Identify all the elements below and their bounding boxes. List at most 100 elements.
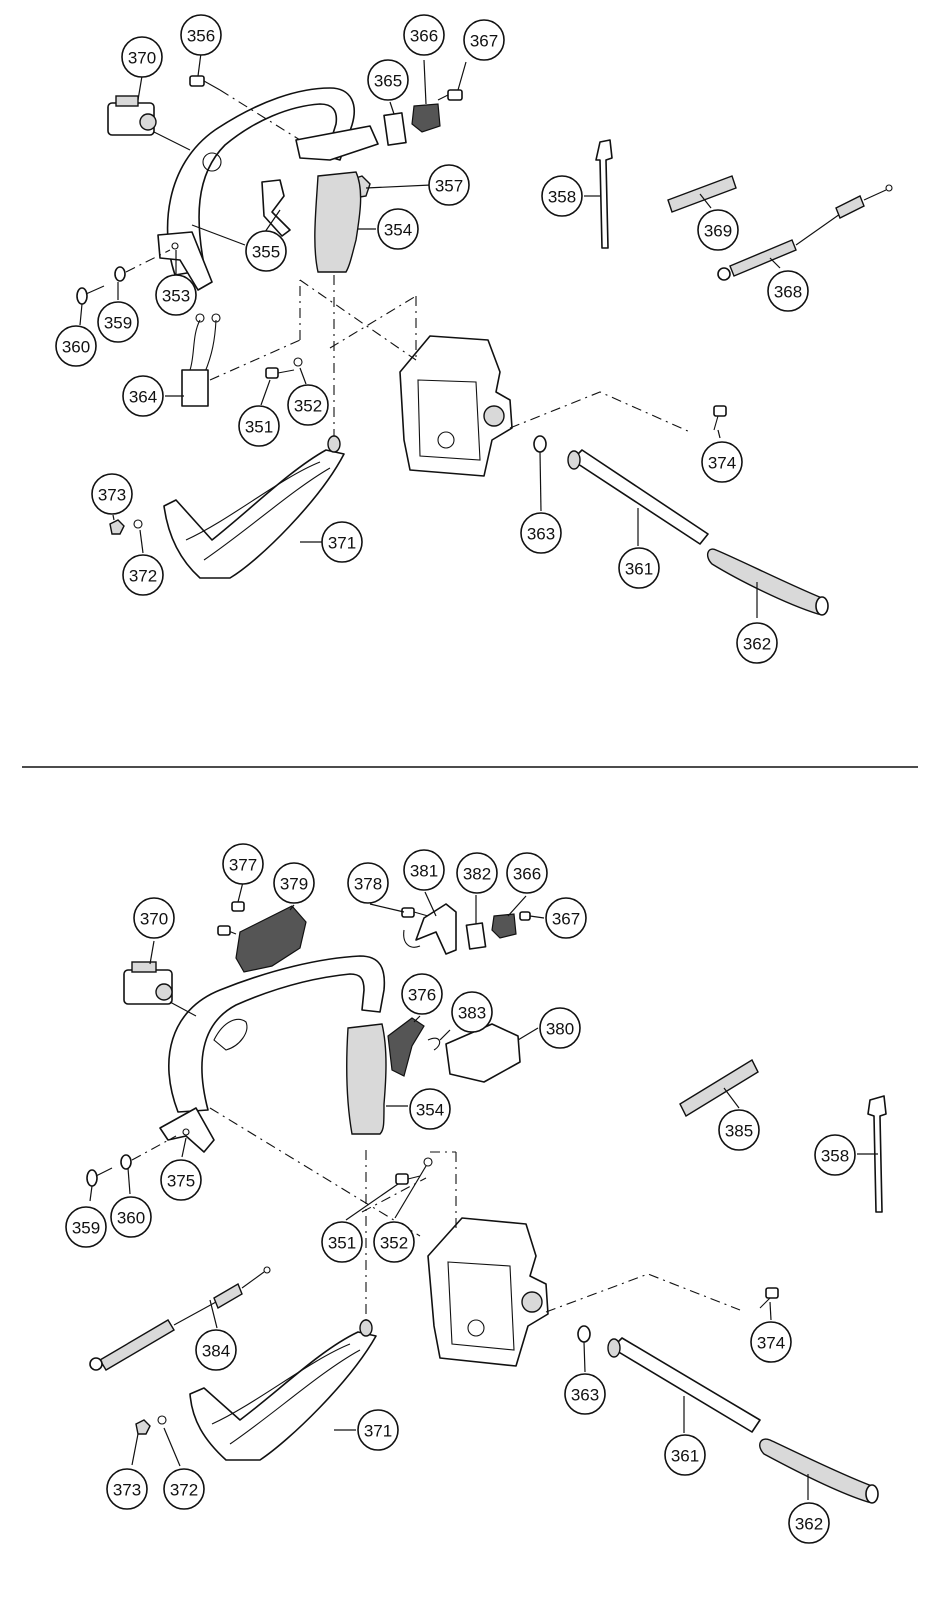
callout-circle: [91, 473, 133, 515]
bottom-callout-360: 360: [110, 1196, 152, 1238]
callout-label: 373: [113, 1481, 141, 1500]
bolt-374b: [759, 1287, 779, 1309]
callout-circle: [788, 1502, 830, 1544]
callout-circle: [463, 19, 505, 61]
handle-bar-375: [168, 955, 386, 1113]
bottom-callout-384: 384: [195, 1329, 237, 1371]
top-callout-362: 362: [736, 622, 778, 664]
callout-label: 370: [140, 910, 168, 929]
grip-362: [706, 548, 829, 616]
callout-label: 357: [435, 177, 463, 196]
callout-label: 351: [328, 1234, 356, 1253]
tube-385: [679, 1059, 759, 1117]
callout-label: 366: [513, 865, 541, 884]
top-callout-369: 369: [697, 209, 739, 251]
callout-label: 371: [364, 1422, 392, 1441]
callout-circle: [163, 1468, 205, 1510]
callout-circle: [180, 14, 222, 56]
cover-380: [445, 1023, 521, 1083]
top-callout-367: 367: [463, 19, 505, 61]
callout-circle: [155, 274, 197, 316]
callout-label: 355: [252, 243, 280, 262]
callout-label: 370: [128, 49, 156, 68]
bolt-356: [189, 75, 301, 141]
bottom-callout-361: 361: [664, 1434, 706, 1476]
callout-label: 378: [354, 875, 382, 894]
bottom-callout-381: 381: [403, 849, 445, 891]
bottom-callout-379: 379: [273, 862, 315, 904]
top-callout-353: 353: [155, 274, 197, 316]
top-callout-354: 354: [377, 208, 419, 250]
callout-circle: [121, 36, 163, 78]
callout-circle: [122, 375, 164, 417]
housing-379: [235, 905, 307, 973]
callout-circle: [222, 843, 264, 885]
gear-case-b: [427, 1217, 549, 1367]
callout-label: 360: [117, 1209, 145, 1228]
top-callout-370: 370: [121, 36, 163, 78]
top-callout-361: 361: [618, 547, 660, 589]
callout-label: 361: [671, 1447, 699, 1466]
callout-circle: [409, 1088, 451, 1130]
bracket-bolt-hole: [171, 242, 179, 250]
top-callout-357: 357: [428, 164, 470, 206]
washer-363: [533, 435, 547, 453]
callout-label: 372: [129, 567, 157, 586]
callout-circle: [814, 1134, 856, 1176]
top-callout-368: 368: [767, 270, 809, 312]
callout-label: 361: [625, 560, 653, 579]
tube-369: [667, 175, 737, 213]
bottom-callout-373: 373: [106, 1468, 148, 1510]
top-callout-366: 366: [403, 14, 445, 56]
callout-circle: [736, 622, 778, 664]
top-callout-358: 358: [541, 175, 583, 217]
callout-label: 369: [704, 222, 732, 241]
callout-circle: [451, 991, 493, 1033]
top-callout-371: 371: [321, 521, 363, 563]
bottom-assembly-drawing: [86, 901, 887, 1504]
guard-371: [163, 435, 345, 579]
guard-371b: [189, 1319, 377, 1461]
bottom-callout-351: 351: [321, 1221, 363, 1263]
callout-label: 358: [821, 1147, 849, 1166]
bottom-callout-375: 375: [160, 1159, 202, 1201]
bottom-callout-358: 358: [814, 1134, 856, 1176]
callout-label: 367: [470, 32, 498, 51]
plate-365: [383, 112, 407, 146]
bottom-callout-371: 371: [357, 1409, 399, 1451]
bottom-callout-359: 359: [65, 1206, 107, 1248]
grip-362b: [759, 1438, 879, 1504]
callout-circle: [697, 209, 739, 251]
callout-label: 375: [167, 1172, 195, 1191]
callout-circle: [65, 1206, 107, 1248]
callout-label: 371: [328, 534, 356, 553]
bottom-callout-366: 366: [506, 852, 548, 894]
callout-label: 359: [72, 1219, 100, 1238]
screw-351: [265, 367, 295, 379]
trigger-355: [261, 179, 291, 237]
seal-366b: [491, 913, 517, 939]
bottom-callout-377: 377: [222, 843, 264, 885]
grip-354b: [346, 1023, 387, 1135]
callout-circle: [403, 14, 445, 56]
washer-360b: [120, 1154, 132, 1170]
callout-circle: [541, 175, 583, 217]
bottom-callout-367: 367: [545, 897, 587, 939]
callout-circle: [456, 852, 498, 894]
bottom-callout-376: 376: [401, 973, 443, 1015]
callout-circle: [133, 897, 175, 939]
cable-368: [717, 184, 893, 281]
callout-circle: [428, 164, 470, 206]
callout-label: 351: [245, 418, 273, 437]
bottom-callout-372: 372: [163, 1468, 205, 1510]
top-callout-374: 374: [701, 441, 743, 483]
callout-circle: [321, 521, 363, 563]
top-callout-373: 373: [91, 473, 133, 515]
callout-label: 374: [708, 454, 736, 473]
callout-circle: [287, 384, 329, 426]
callout-label: 356: [187, 27, 215, 46]
top-callout-352: 352: [287, 384, 329, 426]
callout-circle: [545, 897, 587, 939]
